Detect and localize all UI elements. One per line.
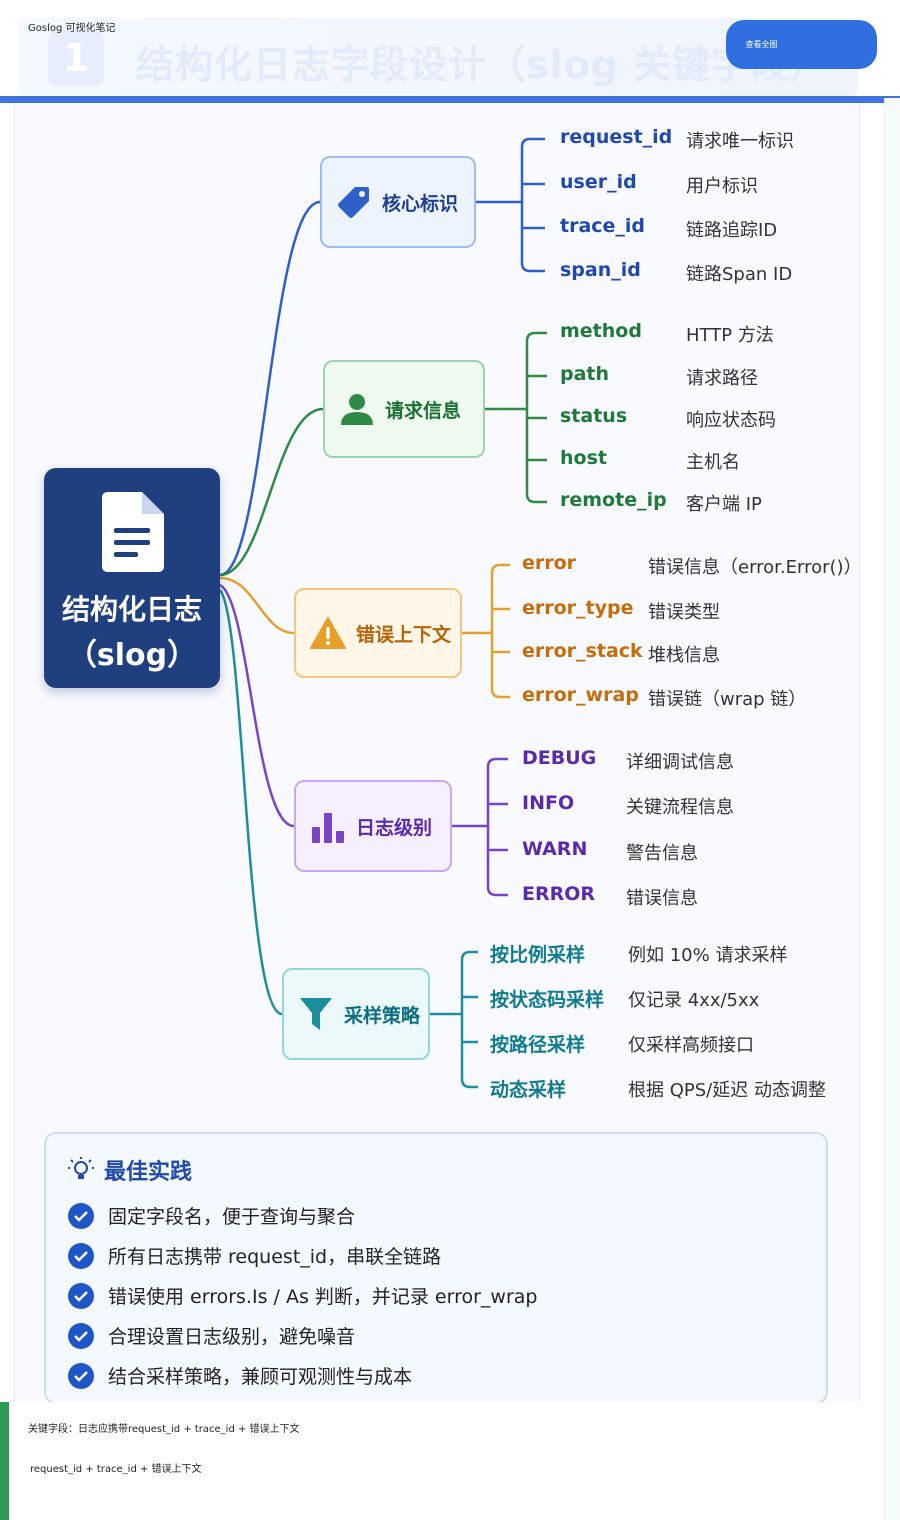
- filter-icon: [298, 996, 334, 1032]
- view-full-button[interactable]: 查看全图: [726, 20, 877, 69]
- app-title: Goslog 可视化笔记: [28, 23, 116, 34]
- leaf-key: error: [522, 552, 577, 574]
- leaf-desc: 链路追踪ID: [686, 220, 778, 241]
- lightbulb-icon: [68, 1157, 94, 1179]
- top-bar: 1 结构化日志字段设计（slog 关键字段） Goslog 可视化笔记 查看全图: [0, 0, 900, 98]
- bottom-note-panel: 关键字段：日志应携带request_id + trace_id + 错误上下文 …: [0, 1402, 884, 1520]
- page-title: 结构化日志字段设计（slog 关键字段）: [136, 43, 829, 87]
- leaf-desc: 用户标识: [686, 176, 758, 197]
- branch-error-context[interactable]: 错误上下文: [294, 588, 462, 678]
- warning-icon: [310, 615, 346, 651]
- check-circle-icon: [68, 1322, 94, 1349]
- best-practice-item: 所有日志携带 request_id，串联全链路: [68, 1242, 441, 1269]
- leaf-desc: 错误链（wrap 链）: [648, 689, 807, 710]
- best-practice-item: 固定字段名，便于查询与聚合: [68, 1202, 355, 1229]
- branch-request-info[interactable]: 请求信息: [323, 360, 485, 458]
- document-icon: [102, 492, 164, 572]
- leaf-key: status: [560, 405, 628, 427]
- leaf-key: INFO: [522, 792, 575, 814]
- leaf-key: error_stack: [522, 640, 643, 662]
- leaf-key: span_id: [560, 259, 641, 281]
- leaf-desc: 错误信息: [626, 888, 698, 909]
- leaf-desc: 客户端 IP: [686, 494, 762, 515]
- leaf-key: WARN: [522, 838, 588, 860]
- leaf-key: remote_ip: [560, 489, 667, 511]
- best-practice-item: 错误使用 errors.Is / As 判断，并记录 error_wrap: [68, 1282, 538, 1309]
- best-practice-text: 固定字段名，便于查询与聚合: [108, 1206, 356, 1228]
- branch-level-label: 日志级别: [356, 816, 433, 839]
- leaf-desc: 错误信息（error.Error()）: [648, 557, 862, 578]
- check-circle-icon: [68, 1202, 94, 1229]
- branch-log-level[interactable]: 日志级别: [294, 780, 452, 872]
- section-number-badge: 1: [48, 30, 104, 86]
- check-circle-icon: [68, 1362, 94, 1389]
- best-practice-text: 合理设置日志级别，避免噪音: [108, 1326, 356, 1348]
- leaf-key: 按状态码采样: [490, 989, 605, 1011]
- note-accent-bar: [0, 1402, 9, 1520]
- leaf-desc: 请求唯一标识: [686, 131, 794, 152]
- best-practice-card: 最佳实践 固定字段名，便于查询与聚合 所有日志携带 request_id，串联全…: [44, 1132, 828, 1404]
- leaf-desc: 例如 10% 请求采样: [628, 945, 788, 966]
- best-practice-item: 合理设置日志级别，避免噪音: [68, 1322, 355, 1349]
- leaf-desc: 根据 QPS/延迟 动态调整: [628, 1080, 826, 1101]
- hero-banner: 1 结构化日志字段设计（slog 关键字段）: [18, 18, 858, 98]
- leaf-key: trace_id: [560, 215, 646, 237]
- leaf-desc: 请求路径: [686, 368, 758, 389]
- leaf-desc: 仅记录 4xx/5xx: [628, 990, 760, 1011]
- best-practice-text: 所有日志携带 request_id，串联全链路: [108, 1246, 442, 1268]
- branch-sampling-strategy[interactable]: 采样策略: [282, 968, 430, 1060]
- header-divider: [0, 96, 900, 103]
- leaf-desc: 链路Span ID: [686, 264, 793, 285]
- note-summary: 关键字段：日志应携带request_id + trace_id + 错误上下文: [28, 1424, 300, 1435]
- check-circle-icon: [68, 1242, 94, 1269]
- leaf-key: DEBUG: [522, 747, 597, 769]
- center-node-title: 结构化日志: [61, 593, 202, 626]
- user-icon: [339, 391, 375, 427]
- leaf-desc: 主机名: [686, 452, 740, 473]
- note-detail: request_id + trace_id + 错误上下文: [30, 1464, 202, 1475]
- center-node-structured-log[interactable]: 结构化日志 （slog）: [44, 468, 220, 688]
- branch-request-label: 请求信息: [385, 399, 462, 422]
- leaf-key: user_id: [560, 171, 637, 193]
- leaf-desc: 错误类型: [648, 602, 720, 623]
- leaf-key: method: [560, 320, 642, 342]
- leaf-desc: HTTP 方法: [686, 325, 774, 346]
- branch-error-label: 错误上下文: [356, 623, 452, 646]
- leaf-key: 按比例采样: [490, 944, 586, 966]
- center-node-subtitle: （slog）: [66, 638, 198, 673]
- leaf-key: 动态采样: [490, 1079, 567, 1101]
- check-circle-icon: [68, 1282, 94, 1309]
- best-practice-header: 最佳实践: [68, 1154, 192, 1186]
- bar-chart-icon: [310, 808, 346, 844]
- leaf-key: host: [560, 447, 607, 469]
- leaf-desc: 关键流程信息: [626, 797, 734, 818]
- best-practice-text: 结合采样策略，兼顾可观测性与成本: [108, 1366, 413, 1388]
- leaf-desc: 响应状态码: [686, 410, 776, 431]
- leaf-desc: 详细调试信息: [626, 752, 734, 773]
- best-practice-text: 错误使用 errors.Is / As 判断，并记录 error_wrap: [108, 1286, 538, 1308]
- leaf-key: 按路径采样: [490, 1034, 586, 1056]
- best-practice-item: 结合采样策略，兼顾可观测性与成本: [68, 1362, 412, 1389]
- leaf-key: request_id: [560, 126, 673, 148]
- leaf-key: path: [560, 363, 610, 385]
- branch-sampling-label: 采样策略: [344, 1004, 421, 1027]
- branch-core-identifiers[interactable]: 核心标识: [320, 156, 476, 248]
- tag-icon: [336, 184, 372, 220]
- branch-core-label: 核心标识: [382, 192, 459, 215]
- leaf-key: error_type: [522, 597, 634, 619]
- leaf-desc: 堆栈信息: [648, 645, 720, 666]
- best-practice-title: 最佳实践: [104, 1160, 193, 1185]
- leaf-key: ERROR: [522, 883, 596, 905]
- side-panel-edge: [884, 98, 900, 1520]
- leaf-desc: 仅采样高频接口: [628, 1035, 754, 1056]
- leaf-key: error_wrap: [522, 684, 639, 706]
- leaf-desc: 警告信息: [626, 843, 698, 864]
